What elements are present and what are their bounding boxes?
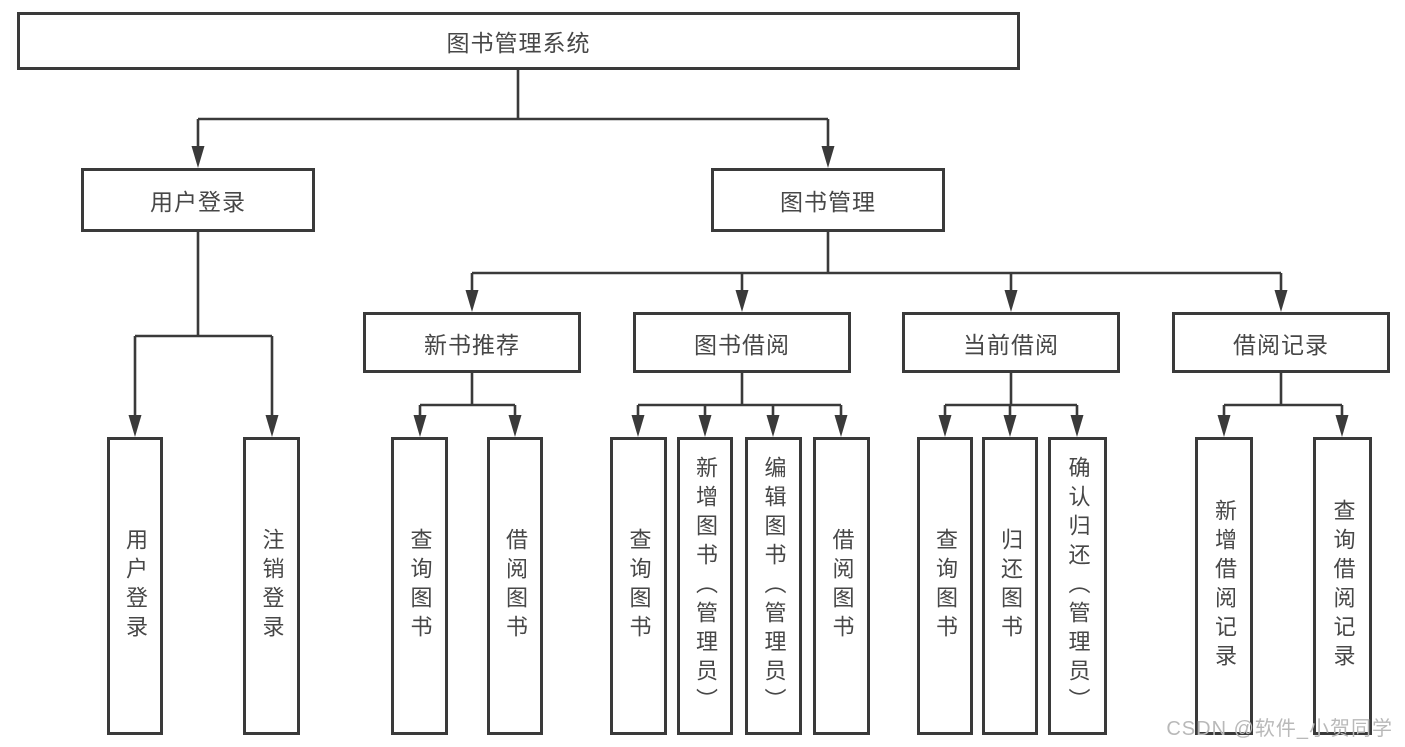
leaf-query-book-3: 查询图书: [917, 437, 973, 735]
leaf-label: 查询图书: [626, 528, 652, 644]
csdn-watermark: CSDN @软件_小贺同学: [1166, 718, 1393, 740]
leaf-borrow-book-2: 借阅图书: [813, 437, 870, 735]
leaf-label: 新增图书（管理员）: [693, 455, 718, 717]
leaf-logout: 注销登录: [243, 437, 300, 735]
leaf-user-login: 用户登录: [107, 437, 163, 735]
arrowhead-icons: [128, 146, 1349, 437]
node-new-book-recommend: 新书推荐: [363, 312, 581, 373]
leaf-label: 归还图书: [998, 528, 1023, 644]
leaf-query-book-1: 查询图书: [391, 437, 448, 735]
leaf-add-book-admin: 新增图书（管理员）: [677, 437, 733, 735]
leaf-label: 新增借阅记录: [1212, 499, 1237, 673]
leaf-label: 确认归还（管理员）: [1065, 455, 1091, 717]
leaf-return-book: 归还图书: [982, 437, 1038, 735]
leaf-borrow-book-1: 借阅图书: [487, 437, 543, 735]
leaf-edit-book-admin: 编辑图书（管理员）: [745, 437, 802, 735]
node-book-management: 图书管理: [711, 168, 945, 232]
leaf-label: 编辑图书（管理员）: [761, 455, 787, 717]
node-user-login-group: 用户登录: [81, 168, 315, 232]
leaf-query-borrow-record: 查询借阅记录: [1313, 437, 1372, 735]
leaf-label: 借阅图书: [829, 528, 855, 644]
leaf-label: 注销登录: [259, 528, 285, 644]
leaf-label: 用户登录: [123, 528, 148, 644]
leaf-query-book-2: 查询图书: [610, 437, 667, 735]
node-root-library-system: 图书管理系统: [17, 12, 1020, 70]
leaf-label: 借阅图书: [503, 528, 528, 644]
leaf-add-borrow-record: 新增借阅记录: [1195, 437, 1253, 735]
leaf-label: 查询借阅记录: [1330, 499, 1356, 673]
leaf-label: 查询图书: [407, 528, 433, 644]
node-current-borrow: 当前借阅: [902, 312, 1120, 373]
leaf-label: 查询图书: [933, 528, 958, 644]
node-book-borrow: 图书借阅: [633, 312, 851, 373]
node-borrow-records: 借阅记录: [1172, 312, 1390, 373]
leaf-confirm-return-admin: 确认归还（管理员）: [1048, 437, 1107, 735]
